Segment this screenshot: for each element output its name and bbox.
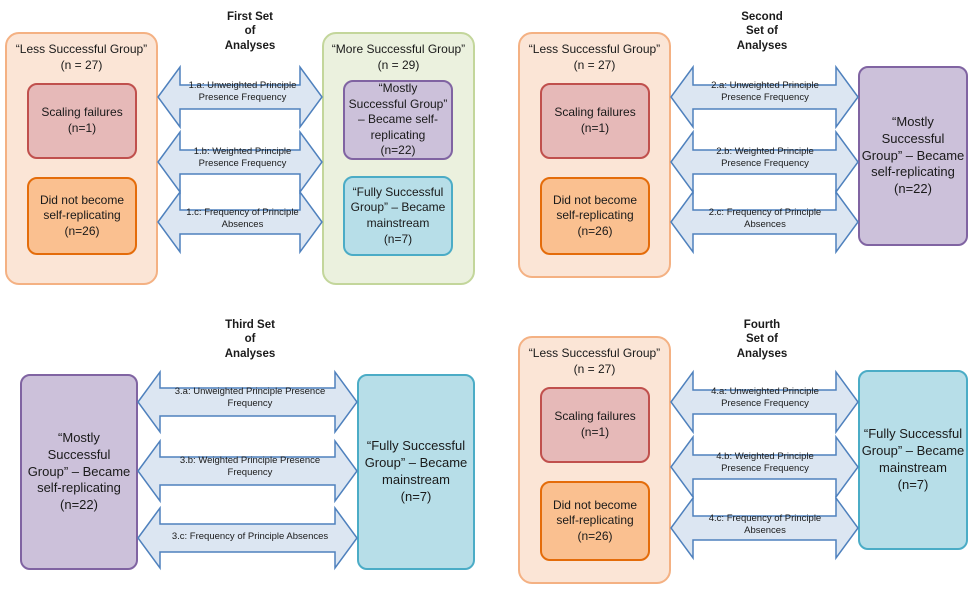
arrow-2c [670, 189, 859, 255]
arrow-4a [670, 369, 859, 435]
arrow-3c [137, 505, 358, 571]
scaling-failures-box: Scaling failures(n=1) [540, 387, 650, 463]
scaling-failures-box: Scaling failures(n=1) [540, 83, 650, 159]
arrow-3b [137, 438, 358, 504]
arrow-label-3c: 3.c: Frequency of Principle Absences [171, 531, 329, 542]
group-count: (n = 27) [60, 57, 103, 72]
arrow-2b [670, 129, 859, 195]
arrow-1a [157, 64, 323, 130]
arrow-1c [157, 189, 323, 255]
arrow-2a [670, 64, 859, 130]
arrow-1b [157, 129, 323, 195]
arrow-3a [137, 369, 358, 435]
arrow-4b [670, 434, 859, 500]
scaling-failures-box: Scaling failures(n=1) [27, 83, 137, 159]
group-title: “Less Successful Group” [15, 42, 148, 56]
arrow-4c [670, 495, 859, 561]
